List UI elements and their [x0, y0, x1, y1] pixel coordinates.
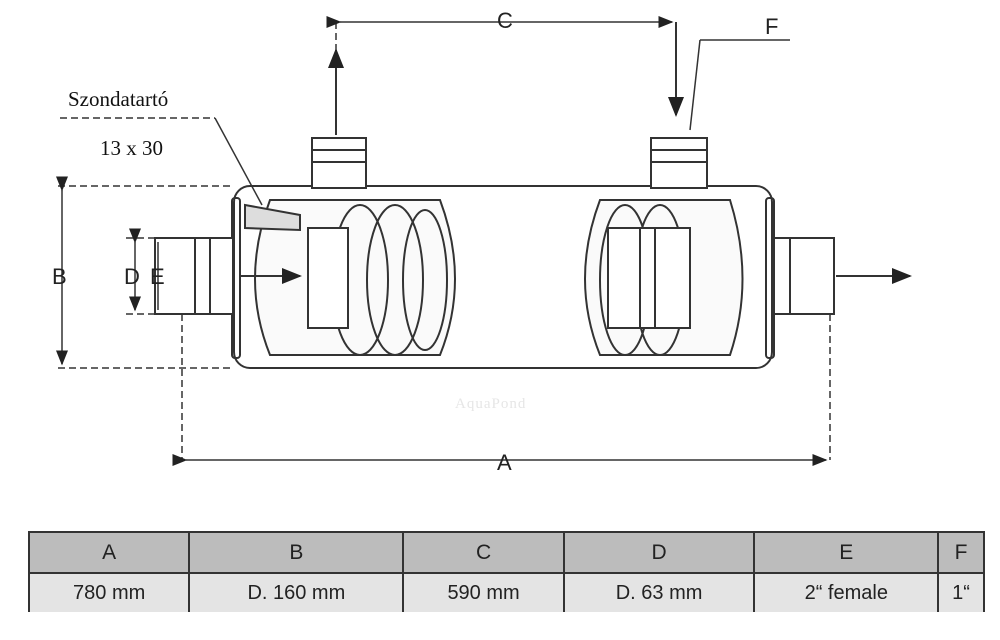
header-cell: E: [753, 531, 940, 574]
dimension-label-e: E: [150, 264, 165, 289]
value-cell: 780 mm: [27, 572, 191, 612]
dimension-label-b: B: [52, 264, 67, 289]
header-cell: B: [188, 531, 405, 574]
table-header-row: A B C D E F: [27, 531, 985, 574]
value-cell: D. 63 mm: [562, 572, 756, 612]
value-cell: 2“ female: [753, 572, 940, 612]
value-cell: 590 mm: [402, 572, 565, 612]
value-cell: D. 160 mm: [188, 572, 405, 612]
watermark: AquaPond: [455, 396, 527, 412]
header-cell: C: [402, 531, 565, 574]
dimensions-table: A B C D E F 780 mm D. 160 mm 590 mm D. 6…: [27, 531, 985, 612]
table-row: 780 mm D. 160 mm 590 mm D. 63 mm 2“ fema…: [27, 572, 985, 612]
dimension-label-d: D: [124, 264, 140, 289]
header-cell: F: [937, 531, 985, 574]
value-cell: 1“: [937, 572, 985, 612]
outlet-port: [773, 237, 835, 315]
probe-holder-title: Szondatartó: [68, 87, 169, 111]
header-cell: D: [562, 531, 756, 574]
heat-exchanger-drawing: [56, 16, 912, 466]
header-cell: A: [27, 531, 191, 574]
dimension-label-f: F: [765, 14, 779, 39]
probe-holder-size: 13 x 30: [100, 136, 163, 160]
dimension-label-a: A: [497, 450, 512, 475]
dimension-label-c: C: [497, 8, 513, 33]
